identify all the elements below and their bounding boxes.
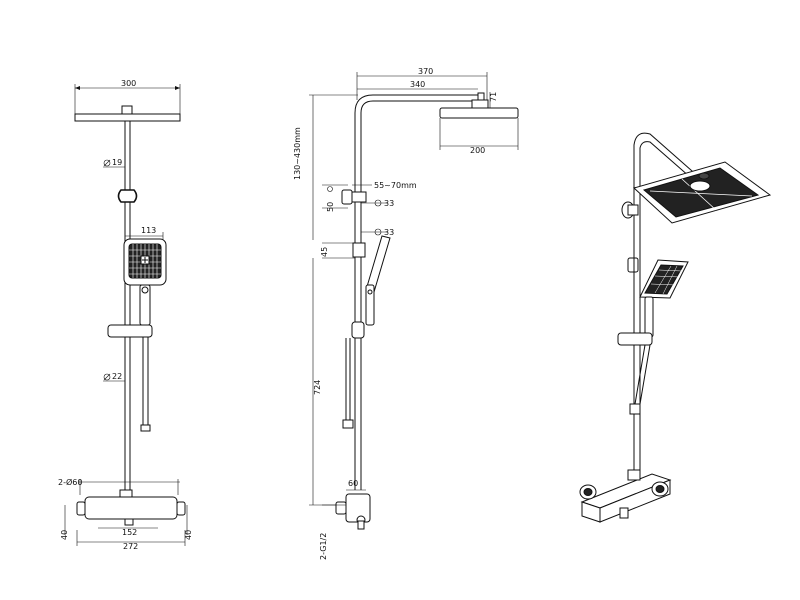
dim-60-side-label: 60 [348, 479, 358, 488]
thread-spec-label: 2-G1/2 [319, 533, 328, 560]
front-thermostatic-mixer [84, 496, 178, 520]
dim-370-label: 370 [418, 67, 433, 76]
side-wall-bracket [341, 189, 353, 205]
side-slide-clip [351, 321, 365, 339]
dim-200-label: 200 [470, 146, 485, 155]
front-shower-head [74, 113, 181, 122]
front-mixer-right-knob [176, 501, 186, 516]
dim-40-left-label: 40 [60, 530, 69, 540]
perspective-view [579, 132, 772, 523]
dim-272-label: 272 [123, 542, 138, 551]
dim-724-label: 724 [313, 380, 322, 395]
front-view: 300 19 113 [58, 79, 193, 551]
side-hand-shower-holder [352, 242, 366, 258]
side-hand-shower [365, 235, 391, 293]
dim-340-label: 340 [410, 80, 425, 89]
side-shower-head [439, 107, 519, 119]
dim-71-label: 71 [489, 92, 498, 102]
dim-152-label: 152 [122, 528, 137, 537]
front-head-connector [121, 105, 133, 115]
persp-slide-clip [617, 332, 653, 346]
dim-55-70-label: 55~70mm [374, 181, 417, 190]
dim-50-label: 50 [326, 202, 335, 212]
dim-113-label: 113 [141, 226, 156, 235]
dim-130-430-label: 130~430mm [293, 127, 302, 180]
front-mixer-left-knob [76, 501, 86, 516]
dim-45-label: 45 [320, 247, 329, 257]
dim-19-label: 19 [112, 158, 122, 167]
dim-60-label: 2-Ø60 [58, 477, 82, 487]
dim-22-label: 22 [112, 372, 122, 381]
side-view: 370 340 71 200 130~430mm 50 55~70mm [293, 67, 519, 560]
dim-300-label: 300 [121, 79, 136, 88]
dim-40-right-label: 40 [184, 530, 193, 540]
dim-33a-label: 33 [384, 199, 394, 208]
dim-33b-label: 33 [384, 228, 394, 237]
front-slide-bracket [107, 324, 153, 338]
